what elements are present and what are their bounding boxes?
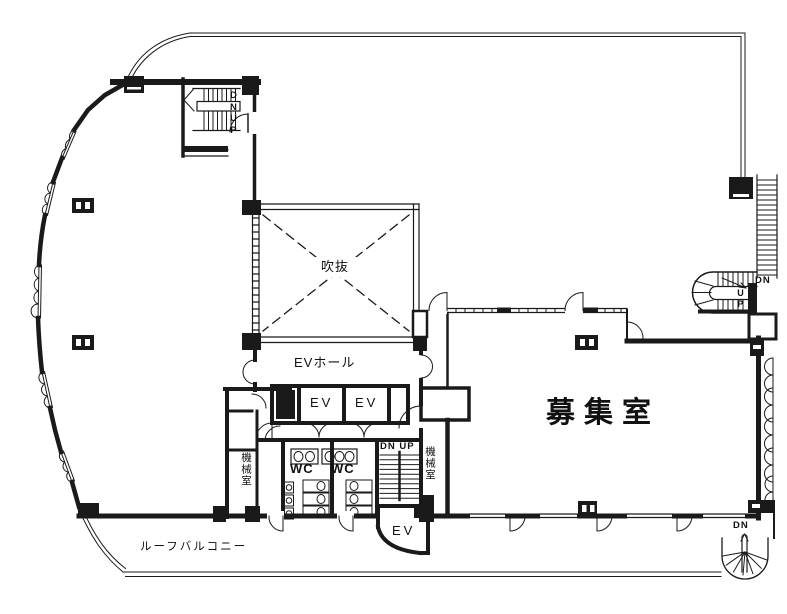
left-wall-windows xyxy=(30,129,77,483)
bottom-wall-left xyxy=(76,503,380,532)
ev-hall-label: EVホール xyxy=(294,355,356,370)
atrium xyxy=(242,200,420,350)
right-staircase xyxy=(691,174,778,341)
left-exterior-wall xyxy=(35,79,130,510)
right-exterior-wall xyxy=(750,335,774,521)
right-stair-dn-label: DN xyxy=(755,275,771,286)
center-stair-label: DN UP xyxy=(380,441,415,452)
recruitment-room-label: 募集室 xyxy=(546,397,661,429)
top-left-stair-dn-label: DN xyxy=(227,90,239,114)
wc-left-label: WC xyxy=(290,461,314,476)
elevator-bank xyxy=(255,384,410,440)
lower-ev-room xyxy=(375,504,430,556)
balcony-boundary xyxy=(77,32,746,577)
top-left-staircase xyxy=(181,77,258,205)
center-staircase xyxy=(379,450,420,502)
machine-room-right xyxy=(419,311,471,519)
top-left-stair-up-label: UP xyxy=(227,113,239,137)
roof-balcony-label: ルーフバルコニー xyxy=(140,541,248,553)
duct-shaft xyxy=(411,309,429,351)
corridor-window-wall xyxy=(428,291,760,344)
elevator-left-label: EV xyxy=(310,395,334,410)
elevator-right-label: EV xyxy=(355,395,379,410)
spiral-staircase xyxy=(721,500,775,580)
wc-right-label: WC xyxy=(331,461,355,476)
bottom-right-stair-dn-label: DN xyxy=(733,520,749,531)
right-stair-up-label: UP xyxy=(735,288,746,310)
lower-ev-label: EV xyxy=(392,523,416,538)
recruitment-bottom-wall xyxy=(419,495,761,532)
machine-room-left-label: 機械室 xyxy=(240,452,253,487)
machine-room-right-label: 機械室 xyxy=(424,446,437,481)
machine-room-left xyxy=(223,387,292,519)
atrium-label: 吹抜 xyxy=(319,259,352,274)
